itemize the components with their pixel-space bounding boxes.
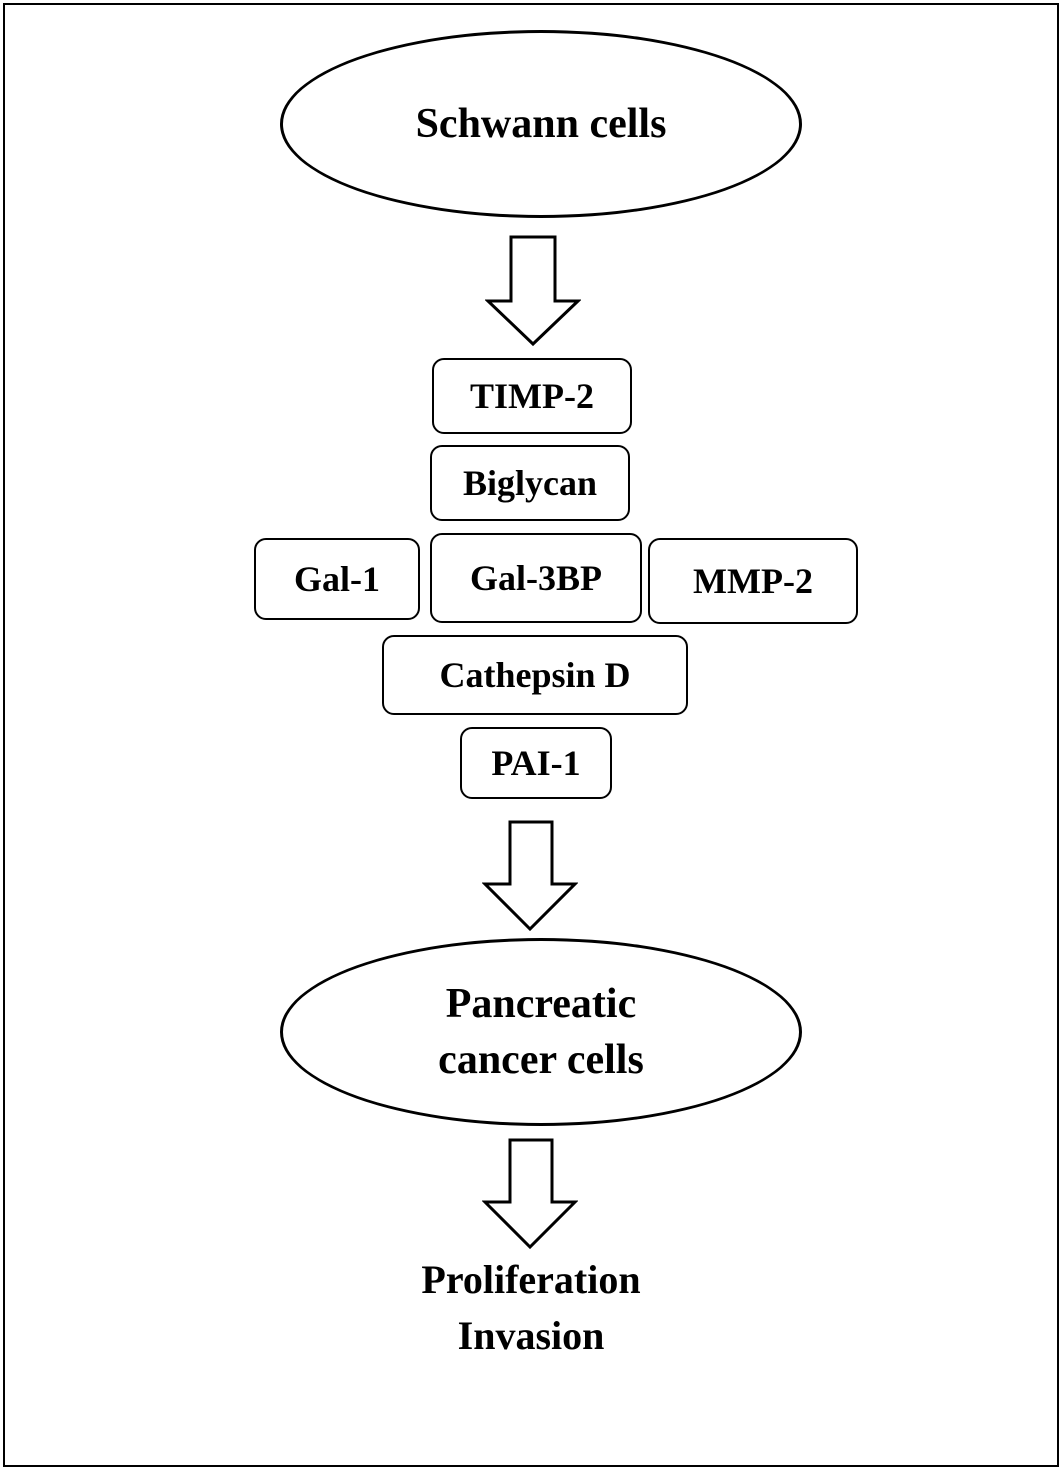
- factor-gal1: Gal-1: [254, 538, 420, 620]
- down-arrow-icon: [482, 1138, 578, 1250]
- factor-label: PAI-1: [491, 743, 581, 783]
- outcome-invasion: Invasion: [457, 1313, 605, 1358]
- node-label-line2: cancer cells: [438, 1037, 644, 1083]
- factor-label: MMP-2: [693, 561, 813, 601]
- factor-cathepsin-d: Cathepsin D: [382, 635, 688, 715]
- factor-mmp2: MMP-2: [648, 538, 858, 624]
- node-label-line1: Pancreatic: [445, 981, 637, 1027]
- down-arrow-icon: [482, 820, 578, 932]
- factor-label: Biglycan: [462, 463, 597, 503]
- factor-label: Cathepsin D: [439, 655, 631, 695]
- schwann-cells-node: Schwann cells: [280, 30, 802, 218]
- factor-timp2: TIMP-2: [432, 358, 632, 434]
- factor-label: Gal-3BP: [470, 558, 602, 598]
- factor-label: Gal-1: [294, 559, 380, 599]
- border-frame: [3, 3, 1059, 1467]
- outcome-proliferation: Proliferation: [421, 1257, 641, 1302]
- factor-label: TIMP-2: [470, 376, 594, 416]
- pancreatic-cancer-cells-node: Pancreatic cancer cells: [280, 938, 802, 1126]
- factor-pai1: PAI-1: [460, 727, 612, 799]
- factor-gal3bp: Gal-3BP: [430, 533, 642, 623]
- down-arrow-icon: [485, 235, 581, 347]
- factor-biglycan: Biglycan: [430, 445, 630, 521]
- schwann-cells-label: Schwann cells: [415, 101, 667, 147]
